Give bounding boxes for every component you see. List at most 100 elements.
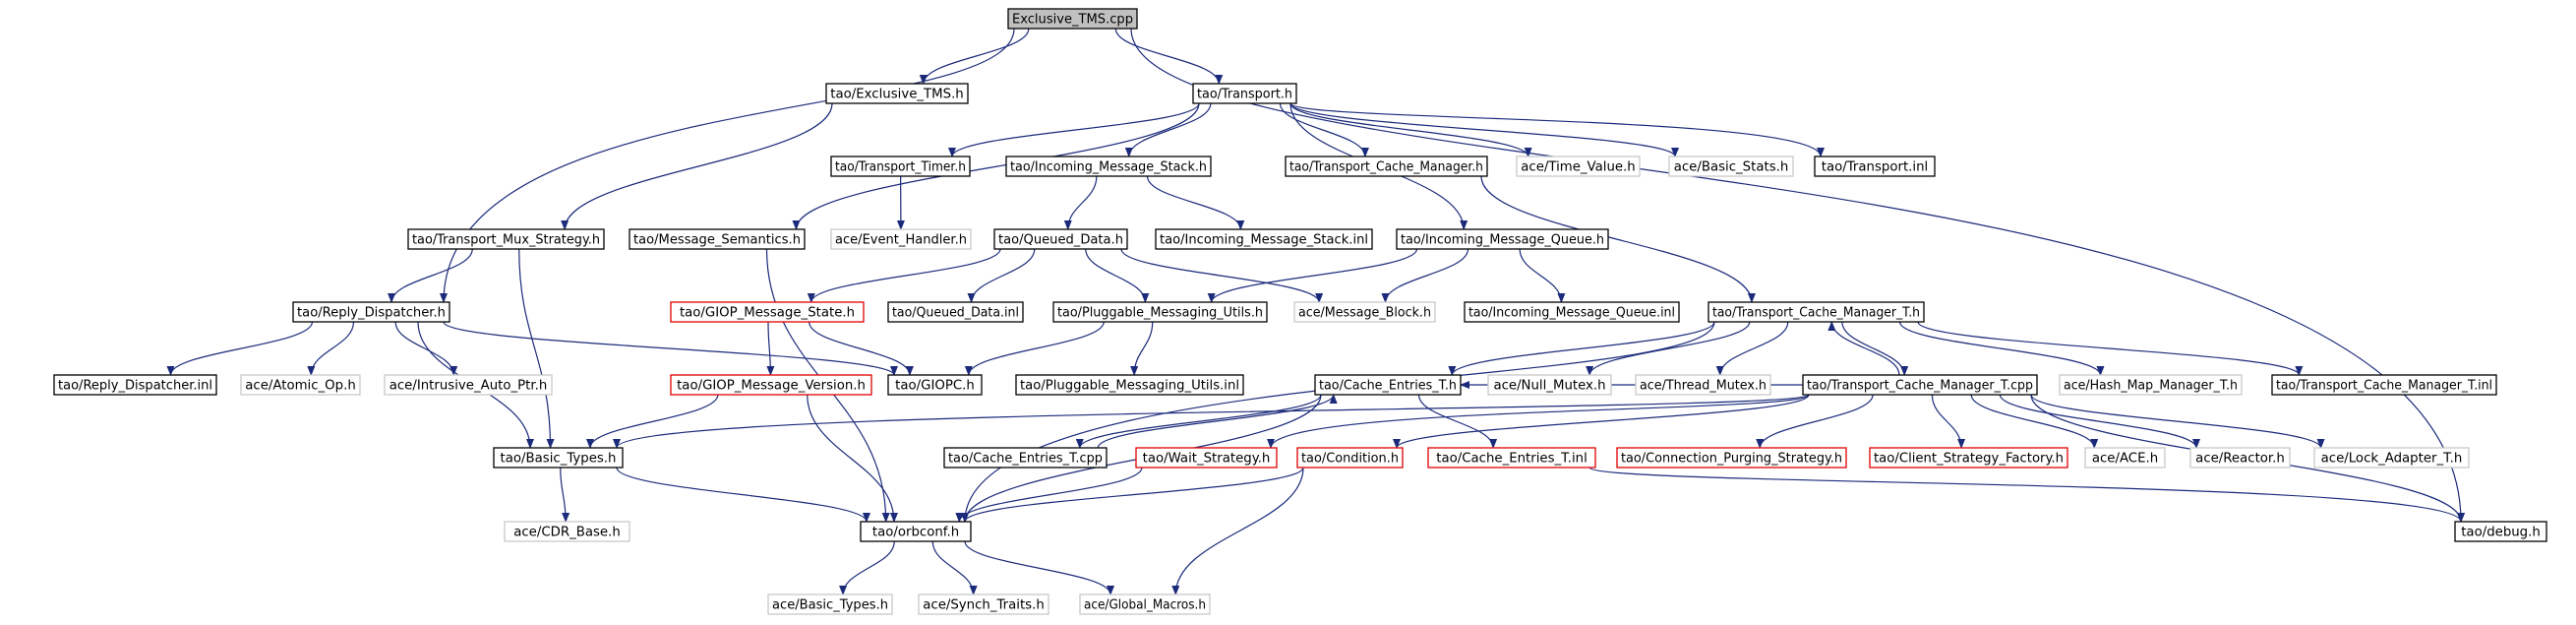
node-box[interactable] xyxy=(1052,301,1268,323)
node-tao-incoming-message-stack-h[interactable]: tao/Incoming_Message_Stack.h xyxy=(1005,156,1212,177)
node-box[interactable] xyxy=(1869,447,2068,469)
node-box[interactable] xyxy=(1005,156,1212,177)
node-tao-orbconf-h[interactable]: tao/orbconf.h xyxy=(860,521,972,542)
node-tao-pluggable-messaging-utils-inl[interactable]: tao/Pluggable_Messaging_Utils.inl xyxy=(1015,374,1244,396)
node-box[interactable] xyxy=(2454,521,2547,542)
node-box[interactable] xyxy=(384,374,553,396)
node-ace-hash-map-manager-t-h[interactable]: ace/Hash_Map_Manager_T.h xyxy=(2059,374,2243,396)
node-tao-giop-message-state-h[interactable]: tao/GIOP_Message_State.h xyxy=(670,301,865,323)
node-tao-transport-cache-manager-t-inl[interactable]: tao/Transport_Cache_Manager_T.inl xyxy=(2271,374,2497,396)
node-ace-atomic-op-h[interactable]: ace/Atomic_Op.h xyxy=(240,374,361,396)
node-box[interactable] xyxy=(670,301,865,323)
node-box[interactable] xyxy=(2189,447,2291,469)
node-box[interactable] xyxy=(1293,301,1436,323)
node-ace-intrusive-auto-ptr-h[interactable]: ace/Intrusive_Auto_Ptr.h xyxy=(384,374,553,396)
node-tao-pluggable-messaging-utils-h[interactable]: tao/Pluggable_Messaging_Utils.h xyxy=(1052,301,1268,323)
node-tao-condition-h[interactable]: tao/Condition.h xyxy=(1296,447,1404,469)
node-box[interactable] xyxy=(1285,156,1488,177)
node-box[interactable] xyxy=(1396,228,1609,250)
node-box[interactable] xyxy=(830,156,971,177)
node-tao-transport-cache-manager-t-h[interactable]: tao/Transport_Cache_Manager_T.h xyxy=(1707,301,1925,323)
node-tao-cache-entries-t-inl[interactable]: tao/Cache_Entries_T.inl xyxy=(1427,447,1596,469)
node-tao-transport-cache-manager-t-cpp[interactable]: tao/Transport_Cache_Manager_T.cpp xyxy=(1802,374,2038,396)
node-tao-incoming-message-stack-inl[interactable]: tao/Incoming_Message_Stack.inl xyxy=(1155,228,1373,250)
node-box[interactable] xyxy=(2059,374,2243,396)
node-box[interactable] xyxy=(943,447,1108,469)
node-ace-cdr-base-h[interactable]: ace/CDR_Base.h xyxy=(504,521,630,542)
node-box[interactable] xyxy=(1155,228,1373,250)
node-ace-null-mutex-h[interactable]: ace/Null_Mutex.h xyxy=(1487,374,1612,396)
node-tao-giop-message-version-h[interactable]: tao/GIOP_Message_Version.h xyxy=(670,374,872,396)
node-box[interactable] xyxy=(240,374,361,396)
node-tao-debug-h[interactable]: tao/debug.h xyxy=(2454,521,2547,542)
node-box[interactable] xyxy=(1314,374,1462,396)
node-box[interactable] xyxy=(493,447,624,469)
node-box[interactable] xyxy=(860,521,972,542)
node-ace-basic-types-h[interactable]: ace/Basic_Types.h xyxy=(767,594,893,615)
node-tao-queued-data-h[interactable]: tao/Queued_Data.h xyxy=(993,228,1128,250)
node-box[interactable] xyxy=(1616,447,1847,469)
node-tao-basic-types-h[interactable]: tao/Basic_Types.h xyxy=(493,447,624,469)
node-tao-reply-dispatcher-inl[interactable]: tao/Reply_Dispatcher.inl xyxy=(53,374,217,396)
node-box[interactable] xyxy=(1135,447,1278,469)
node-box[interactable] xyxy=(53,374,217,396)
node-box[interactable] xyxy=(1635,374,1771,396)
node-box[interactable] xyxy=(887,374,983,396)
node-box[interactable] xyxy=(2084,447,2166,469)
node-box[interactable] xyxy=(2313,447,2470,469)
node-ace-thread-mutex-h[interactable]: ace/Thread_Mutex.h xyxy=(1635,374,1771,396)
node-box[interactable] xyxy=(1079,594,1211,615)
node-box[interactable] xyxy=(1007,8,1138,30)
node-box[interactable] xyxy=(1296,447,1404,469)
node-tao-giopc-h[interactable]: tao/GIOPC.h xyxy=(887,374,983,396)
node-tao-transport-mux-strategy-h[interactable]: tao/Transport_Mux_Strategy.h xyxy=(407,228,605,250)
node-box[interactable] xyxy=(1487,374,1612,396)
node-tao-transport-cache-manager-h[interactable]: tao/Transport_Cache_Manager.h xyxy=(1285,156,1488,177)
node-box[interactable] xyxy=(407,228,605,250)
node-tao-client-strategy-factory-h[interactable]: tao/Client_Strategy_Factory.h xyxy=(1869,447,2068,469)
node-ace-ace-h[interactable]: ace/ACE.h xyxy=(2084,447,2166,469)
node-box[interactable] xyxy=(767,594,893,615)
node-tao-transport-timer-h[interactable]: tao/Transport_Timer.h xyxy=(830,156,971,177)
node-ace-basic-stats-h[interactable]: ace/Basic_Stats.h xyxy=(1668,156,1794,177)
node-tao-transport-inl[interactable]: tao/Transport.inl xyxy=(1814,156,1936,177)
node-box[interactable] xyxy=(629,228,806,250)
node-tao-cache-entries-t-h[interactable]: tao/Cache_Entries_T.h xyxy=(1314,374,1462,396)
node-ace-synch-traits-h[interactable]: ace/Synch_Traits.h xyxy=(918,594,1049,615)
node-box[interactable] xyxy=(292,301,450,323)
node-tao-incoming-message-queue-h[interactable]: tao/Incoming_Message_Queue.h xyxy=(1396,228,1609,250)
node-box[interactable] xyxy=(1707,301,1925,323)
node-tao-transport-h[interactable]: tao/Transport.h xyxy=(1192,83,1297,104)
node-tao-message-semantics-h[interactable]: tao/Message_Semantics.h xyxy=(629,228,806,250)
node-box[interactable] xyxy=(830,228,972,250)
node-box[interactable] xyxy=(918,594,1049,615)
node-ace-event-handler-h[interactable]: ace/Event_Handler.h xyxy=(830,228,972,250)
node-ace-reactor-h[interactable]: ace/Reactor.h xyxy=(2189,447,2291,469)
node-tao-queued-data-inl[interactable]: tao/Queued_Data.inl xyxy=(887,301,1024,323)
node-box[interactable] xyxy=(504,521,630,542)
node-ace-global-macros-h[interactable]: ace/Global_Macros.h xyxy=(1079,594,1211,615)
node-tao-cache-entries-t-cpp[interactable]: tao/Cache_Entries_T.cpp xyxy=(943,447,1108,469)
node-ace-message-block-h[interactable]: ace/Message_Block.h xyxy=(1293,301,1436,323)
node-tao-incoming-message-queue-inl[interactable]: tao/Incoming_Message_Queue.inl xyxy=(1464,301,1680,323)
node-box[interactable] xyxy=(1668,156,1794,177)
node-box[interactable] xyxy=(1814,156,1936,177)
node-tao-connection-purging-strategy-h[interactable]: tao/Connection_Purging_Strategy.h xyxy=(1616,447,1847,469)
node-box[interactable] xyxy=(1192,83,1297,104)
node-box[interactable] xyxy=(1015,374,1244,396)
node-box[interactable] xyxy=(1464,301,1680,323)
node-box[interactable] xyxy=(993,228,1128,250)
node-box[interactable] xyxy=(1516,156,1641,177)
node-ace-time-value-h[interactable]: ace/Time_Value.h xyxy=(1516,156,1641,177)
node-tao-exclusive-tms-h[interactable]: tao/Exclusive_TMS.h xyxy=(825,83,969,104)
node-ace-lock-adapter-t-h[interactable]: ace/Lock_Adapter_T.h xyxy=(2313,447,2470,469)
node-box[interactable] xyxy=(825,83,969,104)
node-box[interactable] xyxy=(670,374,872,396)
node-box[interactable] xyxy=(1427,447,1596,469)
node-box[interactable] xyxy=(2271,374,2497,396)
node-tao-wait-strategy-h[interactable]: tao/Wait_Strategy.h xyxy=(1135,447,1278,469)
node-exclusive-tms-cpp[interactable]: Exclusive_TMS.cpp xyxy=(1007,8,1138,30)
node-box[interactable] xyxy=(887,301,1024,323)
node-tao-reply-dispatcher-h[interactable]: tao/Reply_Dispatcher.h xyxy=(292,301,450,323)
node-box[interactable] xyxy=(1802,374,2038,396)
